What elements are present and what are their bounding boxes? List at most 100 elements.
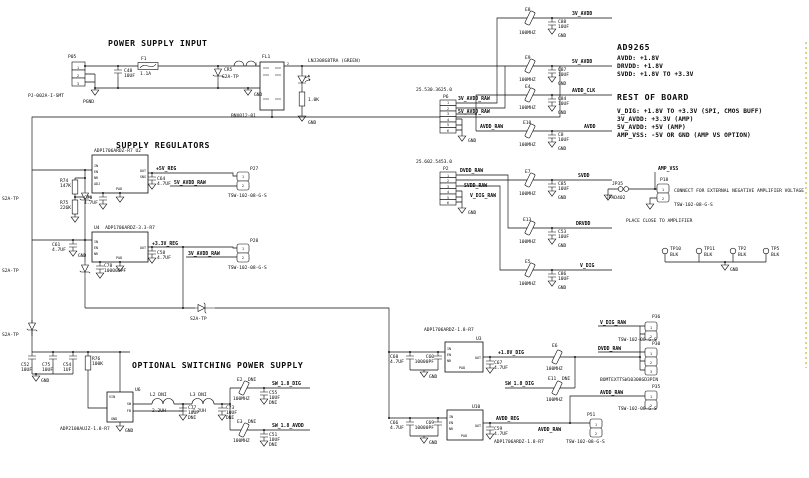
- supply-regulators-c64-val: 4.7UF: [157, 181, 171, 187]
- amp-vss-jp35-part: JPAD402: [606, 195, 626, 201]
- ldo-section-u3-pin: EN: [447, 353, 451, 357]
- supply-regulators-gnd-label: GND: [78, 253, 87, 259]
- input-rails-net-label: AVDD: [584, 124, 596, 130]
- power-supply-input-pin-number: 1: [77, 66, 79, 70]
- supply-regulators-c78-ref: C78: [104, 263, 113, 269]
- input-rails-c53-ref: C53: [558, 229, 567, 235]
- testpoint-symbol: [695, 247, 703, 255]
- switching-supply-c73-ref: C73: [226, 405, 235, 411]
- capacitor-symbol: [433, 351, 443, 364]
- supply-regulators-r75-val: 226K: [60, 205, 71, 211]
- supply-regulators-c76-ref: C76: [84, 195, 93, 201]
- amp-vss-gnd-label: GND: [730, 267, 739, 273]
- ground-symbol: [419, 437, 429, 444]
- ldo-section-c59-val: 4.7UF: [494, 431, 508, 437]
- ldo-section-net-label: V_DIG_RAW: [600, 320, 626, 326]
- input-rails-c85-val: 10UF: [558, 186, 569, 192]
- input-rails-net-label: V_DIG_RAW: [470, 193, 496, 199]
- input-rails-gnd-label: GND: [558, 195, 567, 201]
- ldo-section-pin-number: 2: [595, 432, 597, 436]
- resistor-symbol: [298, 91, 306, 107]
- switching-supply-c51-val: 10UF: [269, 437, 280, 443]
- input-rails-c86-ref: C86: [558, 271, 567, 277]
- info-info-line: 3V_AVDD: +3.3V (AMP): [617, 116, 694, 123]
- u6-regulator-box: [106, 391, 134, 423]
- input-rails-net-label: 3V_AVDD: [572, 11, 592, 17]
- u3-regulator-box: [444, 341, 484, 373]
- switching-supply-u6-pin: SW: [127, 402, 132, 406]
- input-rails-pin-number: 6: [447, 201, 449, 205]
- switching-supply-c75-ref: C75: [42, 362, 51, 368]
- supply-regulators-pin-number: 2: [242, 256, 244, 260]
- diode-symbol: [79, 261, 91, 279]
- switching-supply-l2-ref: L2 DNI: [150, 392, 167, 398]
- supply-regulators-net-label: +5V_REG: [156, 166, 176, 172]
- info-info-line: AMP_VSS: -5V OR GND (AMP VS OPTION): [617, 132, 751, 139]
- amp-vss-tp11-val: BLK: [704, 252, 713, 258]
- ldo-section-pin-number: 2: [650, 404, 652, 408]
- supply-regulators-u2-pin: OUT: [140, 169, 146, 173]
- ground-symbol: [70, 216, 80, 223]
- switching-supply-l3-val: 2.2UH: [192, 408, 206, 414]
- ldo-section-u3-ref: U3: [476, 336, 482, 342]
- supply-regulators-c78-val: 100000PF: [104, 268, 126, 274]
- supply-regulators-u4-pin: PAD: [116, 256, 122, 260]
- u10-regulator-box: [446, 409, 484, 441]
- capacitor-symbol: [147, 172, 157, 185]
- supply-regulators-u2-part: ADP1706ARDZ-R7 U2: [94, 148, 141, 154]
- switching-supply-e3-val: 100MHZ: [233, 438, 250, 444]
- power-supply-input-led-part: LNJ308G8TRA (GREEN): [308, 58, 361, 64]
- ground-symbol: [547, 280, 557, 287]
- input-rails-net-label: 3V_AVDD_RAW: [458, 96, 490, 102]
- input-rails-gnd-label: GND: [558, 81, 567, 87]
- switching-supply-u6-pin: GND: [111, 417, 117, 421]
- ldo-section-c60-val: 10000PF: [415, 359, 435, 365]
- input-rails-net-label: SVDD_RAW: [464, 183, 487, 189]
- ldo-section-p30-ref: P30: [652, 341, 661, 347]
- ldo-section-pin-number: 2: [650, 335, 652, 339]
- supply-regulators-u4-part: U4 ADP1706ARDZ-3.3-R7: [94, 225, 155, 231]
- info-info-line: AVDD: +1.8V: [617, 55, 659, 62]
- capacitor-symbol: [433, 417, 443, 430]
- capacitor-symbol: [27, 351, 37, 364]
- switching-supply-c73-dni: DNI: [226, 415, 235, 421]
- ground-symbol: [485, 367, 495, 374]
- input-rails-c88-ref: C88: [558, 19, 567, 25]
- supply-regulators-u2-pin: PAD: [116, 187, 122, 191]
- switching-supply-c77-dni: DNI: [188, 415, 197, 421]
- ground-symbol: [547, 76, 557, 83]
- input-rails-pin-number: 6: [447, 129, 449, 133]
- supply-regulators-u2-pin: EN: [94, 170, 98, 174]
- ldo-section-c69-val: 10000PF: [415, 425, 435, 431]
- input-rails-net-label: SVDD: [578, 173, 590, 179]
- supply-regulators-u2-pin: IN: [94, 164, 98, 168]
- ground-symbol: [147, 183, 157, 190]
- ground-symbol: [419, 371, 429, 378]
- switching-supply-c55-val: 10UF: [269, 395, 280, 401]
- supply-regulators-net-label: 3V_AVDD_RAW: [188, 251, 220, 257]
- input-rails-p2-part: 25.602.5453.0: [416, 159, 452, 165]
- power-supply-input-f1-val: 1.1A: [140, 71, 151, 77]
- power-supply-input-pin-number: 2: [77, 74, 79, 78]
- power-supply-input-pin-number: 1: [255, 62, 257, 66]
- switching-supply-e2-dni: DNI: [248, 377, 257, 383]
- ground-symbol: [547, 238, 557, 245]
- capacitor-symbol: [68, 239, 78, 252]
- ground-symbol: [547, 105, 557, 112]
- ground-symbol: [457, 207, 467, 214]
- input-rails-c8-val: 10UF: [558, 137, 569, 143]
- input-rails-gnd-label: GND: [558, 285, 567, 291]
- info-board-title: REST OF BOARD: [617, 92, 689, 102]
- ldo-section-gnd-label: GND: [429, 374, 438, 380]
- input-rails-bead-val: 100MHZ: [519, 77, 536, 83]
- input-rails-gnd-label: GND: [558, 146, 567, 152]
- ldo-section-u10-pin: NR: [449, 427, 454, 431]
- power-supply-input-r19-val: 1.0K: [308, 97, 319, 103]
- inductor-symbol: [191, 398, 215, 405]
- ldo-section-p36-ref: P36: [652, 314, 661, 320]
- ldo-section-net-label: AVDD_REG: [496, 416, 519, 422]
- ldo-section-p36-part: TSW-102-08-G-S: [618, 337, 657, 343]
- supply-regulators-net-label: +3.3V_REG: [152, 241, 178, 247]
- capacitor-symbol: [547, 130, 557, 143]
